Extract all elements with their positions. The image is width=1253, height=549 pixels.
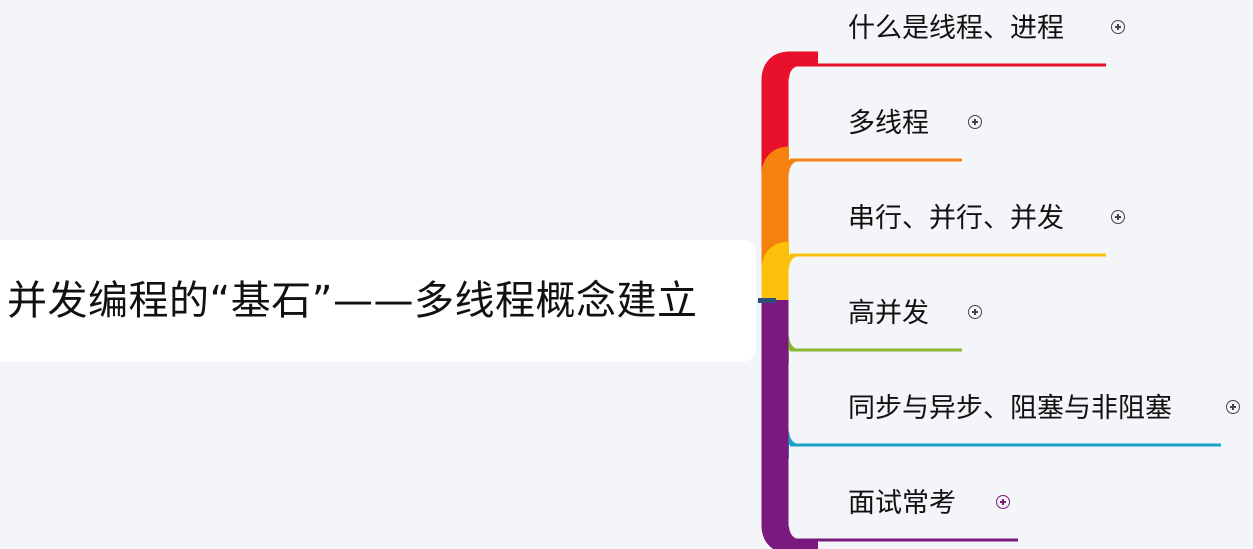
topic-4-expand-icon[interactable]	[968, 305, 982, 319]
branch-stem-6	[761, 300, 818, 549]
topic-2-expand-icon[interactable]	[968, 115, 982, 129]
root-topic-title: 并发编程的“基石”——多线程概念建立	[7, 278, 698, 324]
root-topic-card[interactable]	[0, 240, 756, 362]
topic-5-label[interactable]: 同步与异步、阻塞与非阻塞	[848, 393, 1172, 424]
branch-stem-1	[761, 51, 818, 300]
root-anchor-dot	[758, 298, 776, 303]
topic-1-label[interactable]: 什么是线程、进程	[848, 13, 1064, 44]
branch-stem-2	[761, 146, 818, 300]
topic-1-expand-icon[interactable]	[1111, 20, 1125, 34]
topic-2-label[interactable]: 多线程	[848, 108, 929, 139]
topic-3-label[interactable]: 串行、并行、并发	[848, 203, 1064, 234]
topic-5-expand-icon[interactable]	[1226, 400, 1240, 414]
topic-6-label[interactable]: 面试常考	[848, 488, 956, 519]
topic-4-label[interactable]: 高并发	[848, 298, 929, 329]
branch-stem-3	[761, 241, 818, 300]
topic-6-expand-icon[interactable]	[996, 495, 1010, 509]
topic-3-expand-icon[interactable]	[1111, 210, 1125, 224]
